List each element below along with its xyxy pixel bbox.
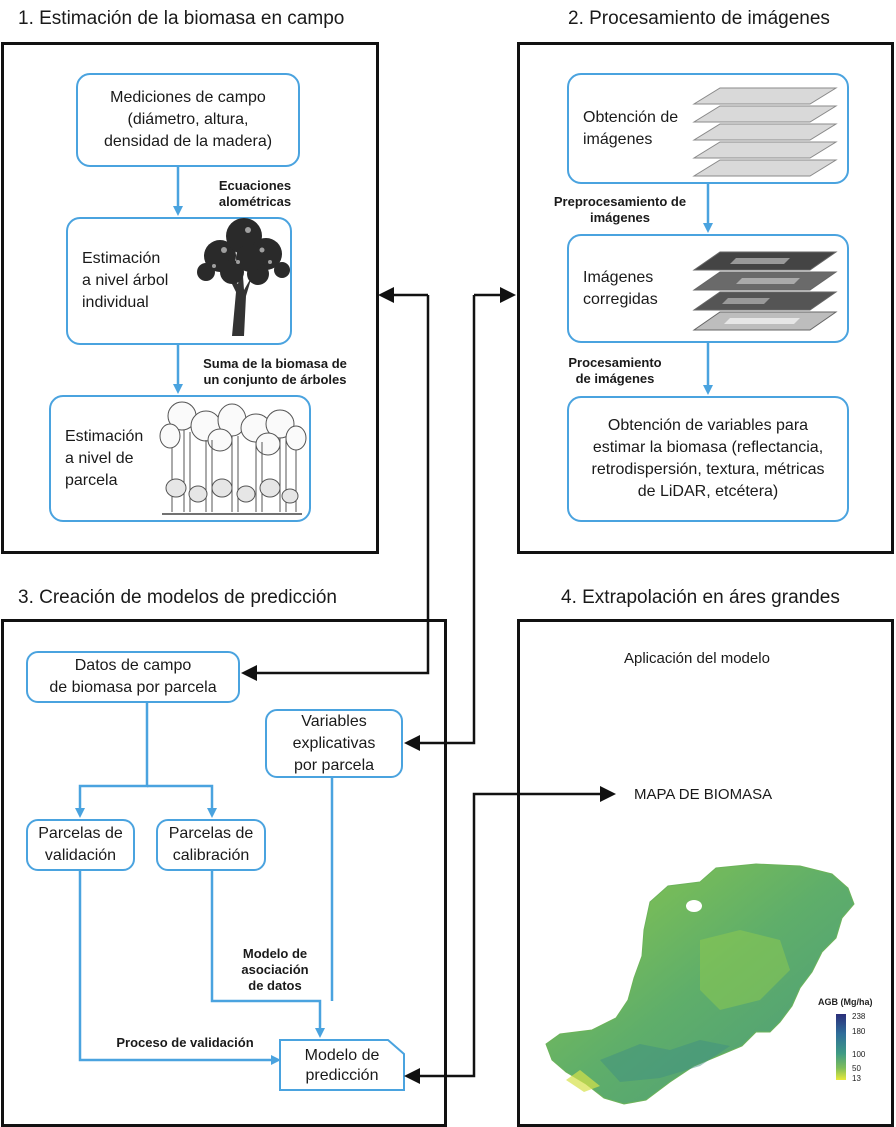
variables-extraction-box: Obtención de variables para estimar la b… xyxy=(567,396,849,522)
legend-tick-238: 238 xyxy=(852,1012,866,1021)
association-line-3: de datos xyxy=(248,978,302,993)
field-measurements-line-1: Mediciones de campo xyxy=(110,89,266,106)
legend-tick-13: 13 xyxy=(852,1074,861,1083)
preprocessing-line-2: imágenes xyxy=(590,210,650,225)
prediction-model-text: Modelo de predicción xyxy=(280,1046,404,1086)
prediction-line-2: predicción xyxy=(305,1067,379,1084)
plot-level-box: Estimación a nivel de parcela xyxy=(49,395,311,522)
prediction-line-1: Modelo de xyxy=(304,1047,380,1064)
association-line-2: asociación xyxy=(241,962,309,977)
allometric-line-1: Ecuaciones xyxy=(218,178,292,193)
panel-extrapolation xyxy=(517,619,894,1127)
section-title-field-estimation: 1. Estimación de la biomasa en campo xyxy=(18,8,345,29)
arrowhead-to-panel2 xyxy=(500,287,516,303)
field-data-line-1: Datos de campo xyxy=(74,657,192,674)
connector-model-to-map xyxy=(418,792,602,1078)
section-title-prediction-models: 3. Creación de modelos de predicción xyxy=(18,587,337,608)
processing-label: Procesamiento de imágenes xyxy=(550,355,680,387)
variables-line-3: retrodispersión, textura, métricas xyxy=(591,461,825,478)
calibration-plots-line-1: Parcelas de xyxy=(168,825,254,842)
forest-plot-illustration xyxy=(159,401,307,515)
explanatory-line-2: explicativas xyxy=(292,734,376,752)
variables-line-2: estimar la biomasa (reflectancia, xyxy=(592,439,824,456)
preprocessing-line-1: Preprocesamiento de xyxy=(553,194,687,209)
connector-panel1-to-fielddata xyxy=(255,295,430,675)
data-association-label: Modelo de asociación de datos xyxy=(226,946,324,994)
field-data-line-2: de biomasa por parcela xyxy=(49,679,217,696)
allometric-equations-label: Ecuaciones alométricas xyxy=(190,178,320,210)
sum-line-1: Suma de la biomasa de xyxy=(203,356,347,371)
arrowhead-to-panel1 xyxy=(378,287,394,303)
corrected-line-2: corregidas xyxy=(583,290,658,308)
legend-tick-180: 180 xyxy=(852,1027,866,1036)
calibration-plots-box: Parcelas de calibración xyxy=(156,819,266,871)
arrowhead-to-fielddata xyxy=(241,665,257,681)
arrowhead-to-model xyxy=(404,1068,420,1084)
validation-plots-line-2: validación xyxy=(44,847,117,864)
processing-line-1: Procesamiento xyxy=(568,355,662,370)
variables-line-4: de LiDAR, etcétera) xyxy=(637,483,779,500)
plot-level-line-3: parcela xyxy=(65,471,118,489)
legend-title: AGB (Mg/ha) xyxy=(818,997,873,1007)
validation-plots-line-1: Parcelas de xyxy=(38,825,123,842)
section-title-image-processing: 2. Procesamiento de imágenes xyxy=(568,8,830,29)
field-measurements-line-3: densidad de la madera) xyxy=(103,133,273,150)
field-data-box: Datos de campo de biomasa por parcela xyxy=(26,651,240,703)
legend-tick-50: 50 xyxy=(852,1064,861,1073)
field-measurements-line-2: (diámetro, altura, xyxy=(127,111,249,128)
legend-tick-100: 100 xyxy=(852,1050,866,1059)
plot-level-line-2: a nivel de xyxy=(65,449,134,467)
tree-illustration xyxy=(197,218,290,336)
tree-level-line-2: a nivel árbol xyxy=(82,272,169,289)
variables-line-1: Obtención de variables para xyxy=(607,417,809,434)
corrected-line-1: Imágenes xyxy=(583,268,654,286)
raw-image-stack-illustration xyxy=(692,87,838,177)
panel-image-processing xyxy=(517,42,894,554)
tree-level-line-1: Estimación xyxy=(82,250,161,267)
sum-line-2: un conjunto de árboles xyxy=(203,372,347,387)
arrow-validation-to-model xyxy=(78,871,281,1065)
arrowhead-to-map xyxy=(600,786,616,802)
split-line-calibration xyxy=(147,784,217,818)
field-measurements-box: Mediciones de campo (diámetro, altura, d… xyxy=(76,73,300,167)
biomass-map-title: MAPA DE BIOMASA xyxy=(634,786,773,803)
legend-colorbar xyxy=(836,1014,846,1080)
section-title-extrapolation: 4. Extrapolación en áres grandes xyxy=(561,587,840,608)
validation-process-label: Proceso de validación xyxy=(116,1035,254,1050)
acquisition-line-2: imágenes xyxy=(583,130,653,148)
connector-panel2-to-explanatory xyxy=(418,295,476,745)
acquisition-line-1: Obtención de xyxy=(583,108,679,126)
arrow-calibration-to-model xyxy=(210,871,325,1038)
arrowhead-to-explanatory xyxy=(404,735,420,751)
plot-level-line-1: Estimación xyxy=(65,427,144,445)
split-line-field-data xyxy=(75,703,149,818)
validation-plots-box: Parcelas de validación xyxy=(26,819,135,871)
corrected-image-stack-illustration xyxy=(692,251,838,331)
panel-prediction-models xyxy=(1,619,447,1127)
prediction-model-box xyxy=(279,1039,405,1091)
allometric-line-2: alométricas xyxy=(218,194,292,209)
tree-level-line-3: individual xyxy=(82,294,149,311)
processing-line-2: de imágenes xyxy=(575,371,655,386)
association-line-1: Modelo de xyxy=(242,946,308,961)
panel-field-estimation xyxy=(1,42,379,554)
preprocessing-label: Preprocesamiento de imágenes xyxy=(540,194,700,226)
explanatory-variables-box: Variables explicativas por parcela xyxy=(265,709,403,778)
explanatory-line-3: por parcela xyxy=(293,756,375,774)
model-application-text: Aplicación del modelo xyxy=(624,650,770,667)
calibration-plots-line-2: calibración xyxy=(172,847,250,864)
explanatory-line-1: Variables xyxy=(301,712,367,730)
biomass-sum-label: Suma de la biomasa de un conjunto de árb… xyxy=(190,356,360,388)
